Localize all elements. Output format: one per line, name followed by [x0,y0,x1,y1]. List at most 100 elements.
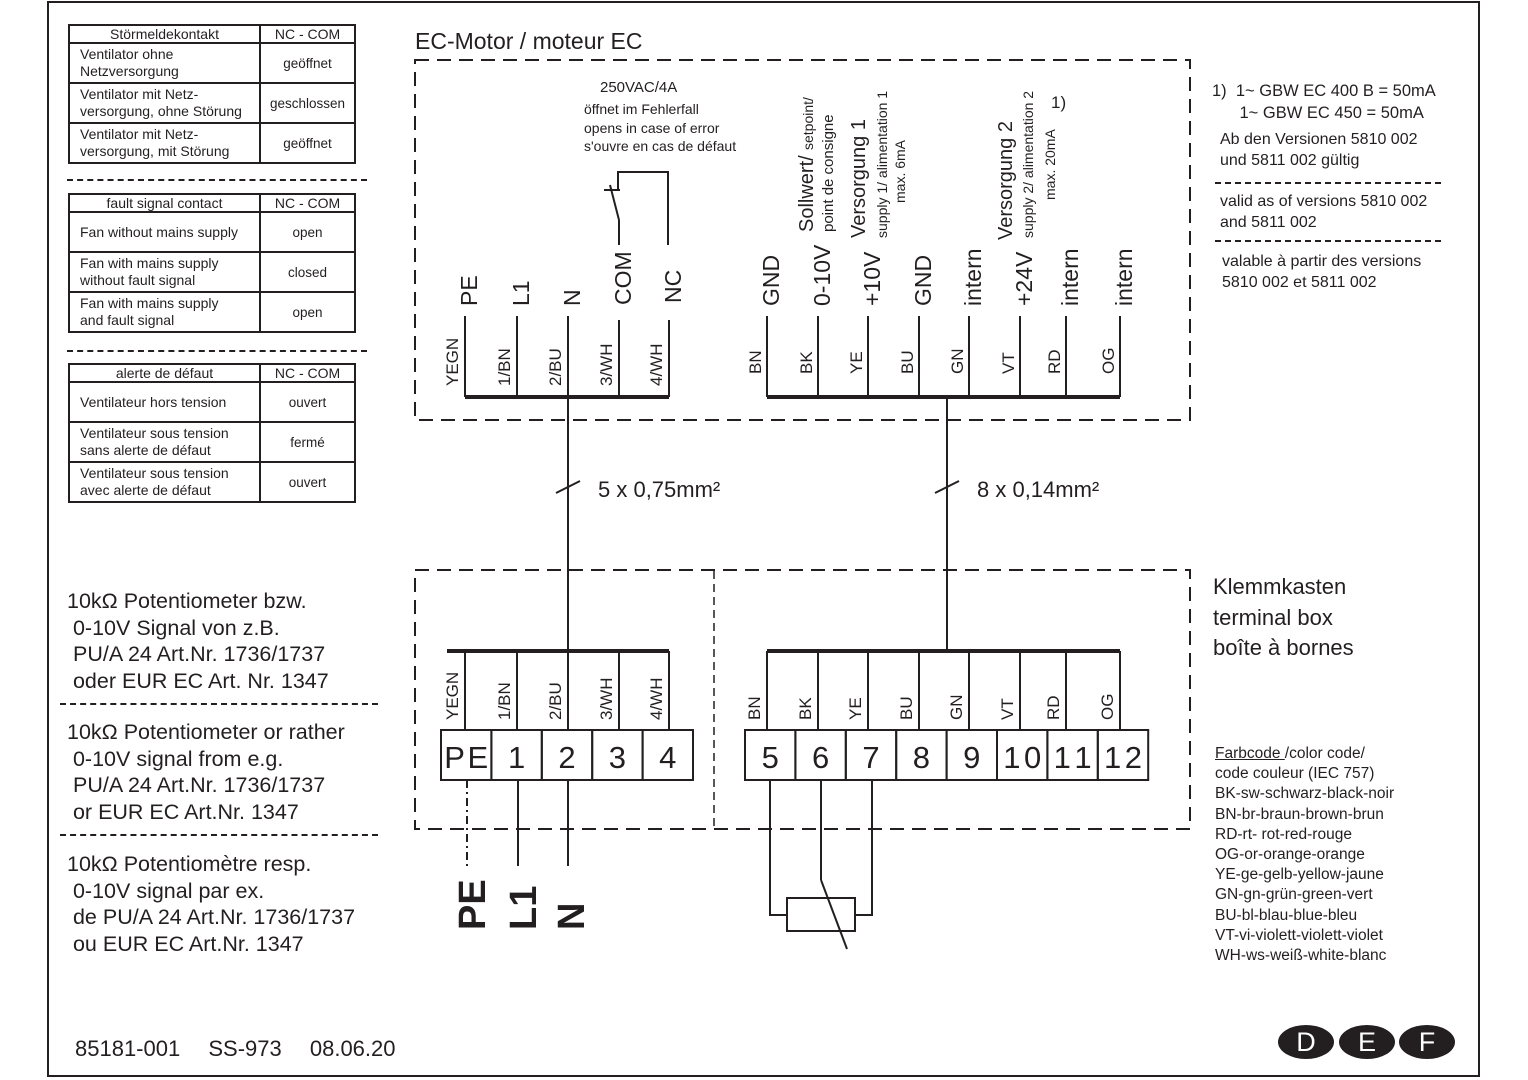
supply-1-label: Versorgung 1 supply 1/ alimentation 1 ma… [848,91,908,238]
motor-signal-label: L1 [508,280,534,306]
motor-signal-label: COM [610,251,636,305]
row-label: Ventilator mit Netz- versorgung, mit Stö… [68,122,261,164]
motor-boundary [414,59,1191,421]
validity-note-de: Ab den Versionen 5810 002 und 5811 002 g… [1220,131,1418,169]
row-state: open [259,211,356,253]
validity-note-en: valid as of versions 5810 002 and 5811 0… [1220,193,1428,231]
row-label: Fan without mains supply [68,211,261,253]
terminal-wire-color-label: OG [1098,694,1117,720]
relay-note-de: öffnet im Fehlerfall [584,101,699,117]
svg-text:max. 20mA: max. 20mA [1042,129,1058,200]
divider [1215,240,1441,242]
terminal-number: 6 [812,740,829,775]
motor-wire-color-label: YEGN [443,338,462,386]
svg-text:supply 2/ alimentation 2: supply 2/ alimentation 2 [1020,91,1036,238]
motor-wire-color-label: GN [948,349,967,375]
potentiometer-note-en: 10kΩ Potentiometer or rather 0-10V signa… [67,720,345,824]
row-label: Fan with mains supply and fault signal [68,291,261,333]
svg-text:Sollwert/: Sollwert/ [796,155,818,232]
validity-note-fr: valable à partir des versions 5810 002 e… [1222,253,1422,291]
terminal-wire-color-label: 1/BN [495,682,514,720]
row-label: Ventilateur hors tension [68,381,261,423]
language-badge-d: D [1278,1025,1334,1059]
color-code-title-rest: /color code/ code couleur (IEC 757) [1215,745,1375,783]
motor-control-terminals: GNDBN0-10VBK+10VYEGNDBUinternGN+24VVTint… [746,244,1137,399]
terminal-cell [1096,729,1150,781]
terminal-wire-color-label: 4/WH [647,678,666,721]
motor-wire-color-label: OG [1099,348,1118,374]
terminal-number: 10 [1003,740,1041,775]
drawing-number: SS-973 [208,1036,282,1061]
row-state: ouvert [259,381,356,423]
svg-text:max. 6mA: max. 6mA [892,139,908,203]
mains-label-n: N [551,903,593,930]
motor-signal-label: 0-10V [809,244,835,306]
row-state: geschlossen [259,82,356,124]
row-label: Ventilator mit Netz- versorgung, ohne St… [68,82,261,124]
terminal-number: 7 [862,740,879,775]
relay-note-en: opens in case of error [584,120,720,136]
motor-wire-color-label: 2/BU [546,348,565,386]
relay-note-fr: s'ouvre en cas de défaut [584,138,736,154]
row-state: geöffnet [259,42,356,84]
terminal-number: 12 [1104,740,1142,775]
row-state: closed [259,251,356,293]
row-label: Ventilateur sous tension sans alerte de … [68,421,261,463]
terminal-number: 5 [762,740,779,775]
row-label: Ventilator ohne Netzversorgung [68,42,261,84]
terminal-wire-color-label: YEGN [443,672,462,720]
potentiometer-symbol [769,780,873,950]
setpoint-label: Sollwert/ setpoint/ point de consigne [796,97,837,232]
page-frame [47,1,1480,1077]
motor-signal-label: GND [910,255,936,306]
divider [67,179,367,181]
terminal-box-boundary [414,569,1191,830]
footnote-reference: 1) [1051,93,1066,112]
color-code-legend: Farbcode /color code/ code couleur (IEC … [1215,744,1394,966]
table-row: Ventilateur sous tension sans alerte de … [68,421,356,463]
terminal-wire-color-label: BK [796,697,815,720]
terminal-wire-color-label: VT [998,698,1017,720]
motor-wire-color-label: BU [898,350,917,374]
control-cable-spec: 8 x 0,14mm² [977,477,1099,502]
motor-wire-color-label: 1/BN [495,348,514,386]
svg-text:Versorgung 2: Versorgung 2 [995,121,1017,240]
motor-title: EC-Motor / moteur EC [415,28,643,54]
table-row: Ventilator mit Netz- versorgung, ohne St… [68,82,356,124]
header-label: alerte de défaut [68,363,261,383]
motor-signal-label: NC [660,270,686,303]
terminal-wire-color-label: YE [846,697,865,720]
mains-feed [466,780,569,866]
terminal-wire-color-label: BN [745,696,764,720]
motor-wire-color-label: 4/WH [647,344,666,387]
header-label: Störmeldekontakt [68,24,261,44]
row-state: fermé [259,421,356,463]
cables [555,398,960,653]
terminal-wire-color-label: GN [947,695,966,721]
potentiometer-note-fr: 10kΩ Potentiomètre resp. 0-10V signal pa… [67,852,356,956]
header-contact: NC - COM [259,193,356,213]
svg-text:setpoint/: setpoint/ [800,97,816,150]
divider [1215,182,1441,184]
relay-contact-symbol [604,171,669,245]
row-label: Ventilateur sous tension avec alerte de … [68,461,261,503]
potentiometer-note-de: 10kΩ Potentiometer bzw. 0-10V Signal von… [67,589,329,693]
table-row: Ventilator mit Netz- versorgung, mit Stö… [68,122,356,164]
svg-text:point de consigne: point de consigne [820,114,837,232]
motor-wire-color-label: YE [847,351,866,374]
terminal-wire-color-label: 2/BU [546,682,565,720]
language-badge-f: F [1399,1025,1455,1059]
terminal-number: 3 [609,740,626,775]
power-cable-spec: 5 x 0,75mm² [598,477,720,502]
row-state: ouvert [259,461,356,503]
divider [60,703,378,705]
table-row: Ventilateur sous tension avec alerte de … [68,461,356,503]
divider [67,350,367,352]
